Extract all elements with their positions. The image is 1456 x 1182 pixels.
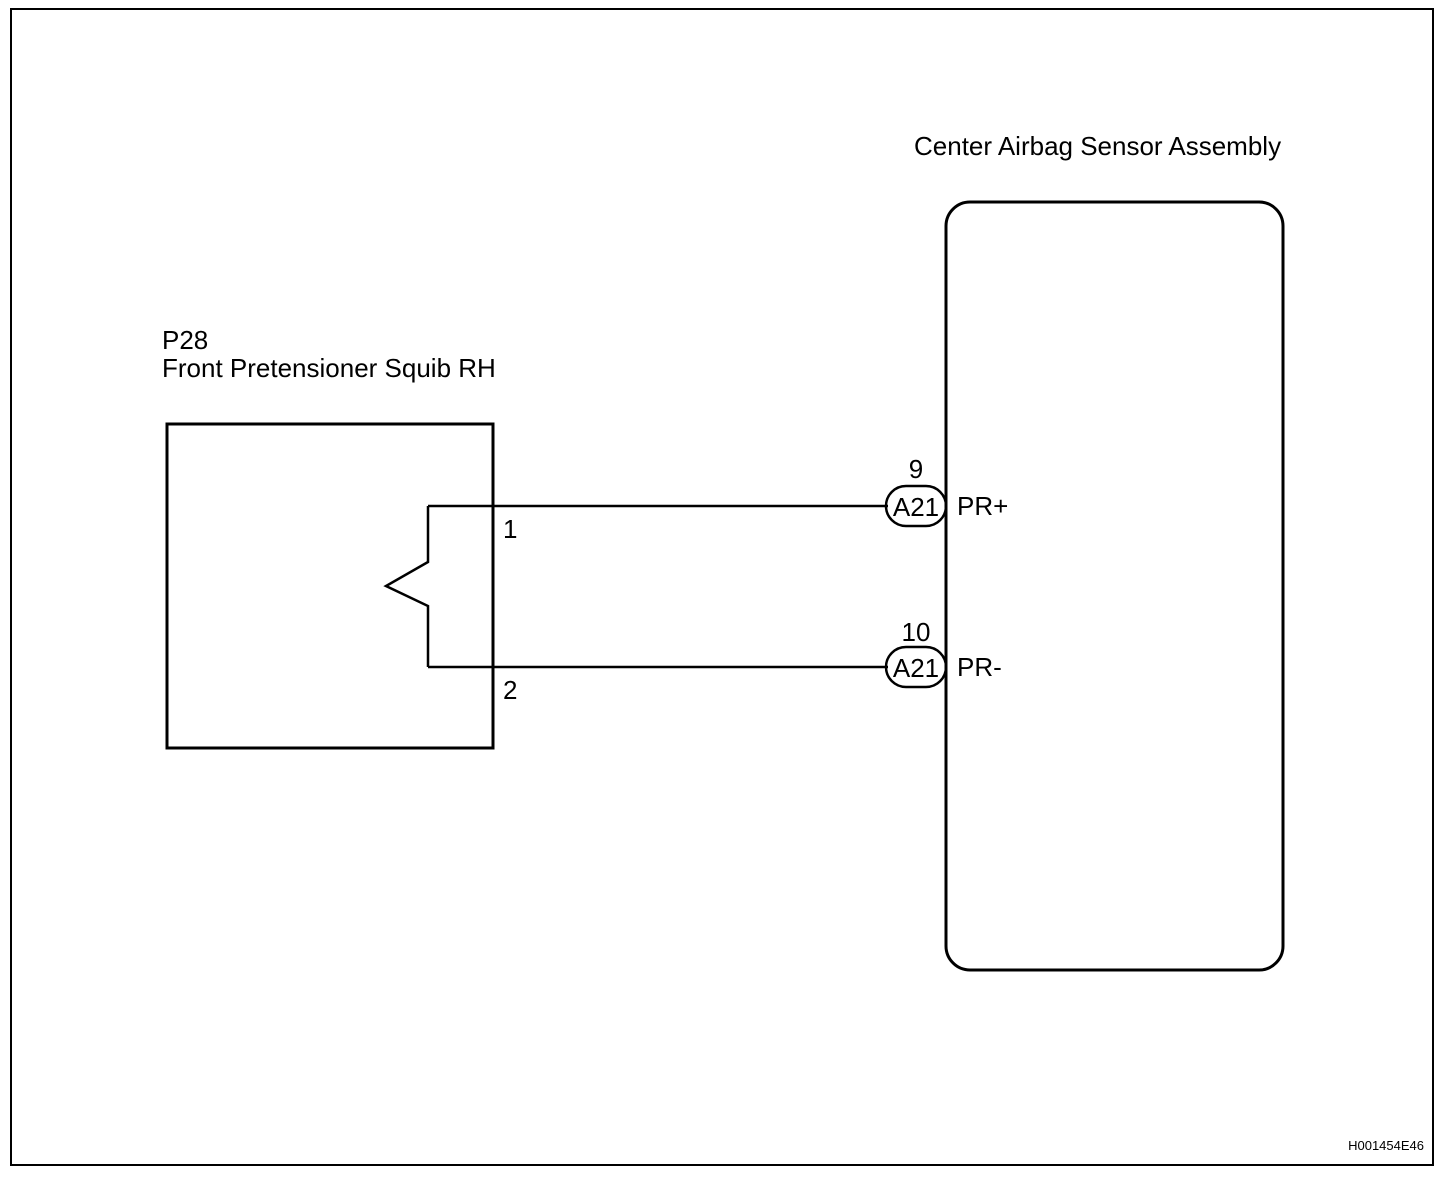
squib-pin-2-label: 2 [503,675,517,705]
squib-connector-id: P28 [162,325,208,355]
squib-name: Front Pretensioner Squib RH [162,353,496,383]
terminal-pin-10-signal: PR- [957,652,1002,682]
terminal-pin-10-number: 10 [902,617,931,647]
squib-element [383,506,430,667]
terminal-pin-10-connector-oval [884,645,948,689]
squib-pin-1-label: 1 [503,514,517,544]
sensor-assembly-name: Center Airbag Sensor Assembly [914,131,1281,161]
terminal-pin-9-signal: PR+ [957,491,1008,521]
terminal-pin-9-number: 9 [909,454,923,484]
squib-box [165,422,495,750]
diagram-frame [10,8,1434,1166]
sensor-assembly-box [944,200,1285,972]
terminal-pin-9-connector-oval [884,484,948,528]
terminal-pin-9-connector-id: A21 [893,492,939,522]
figure-code: H001454E46 [1348,1138,1424,1153]
terminal-pin-10-connector-id: A21 [893,653,939,683]
